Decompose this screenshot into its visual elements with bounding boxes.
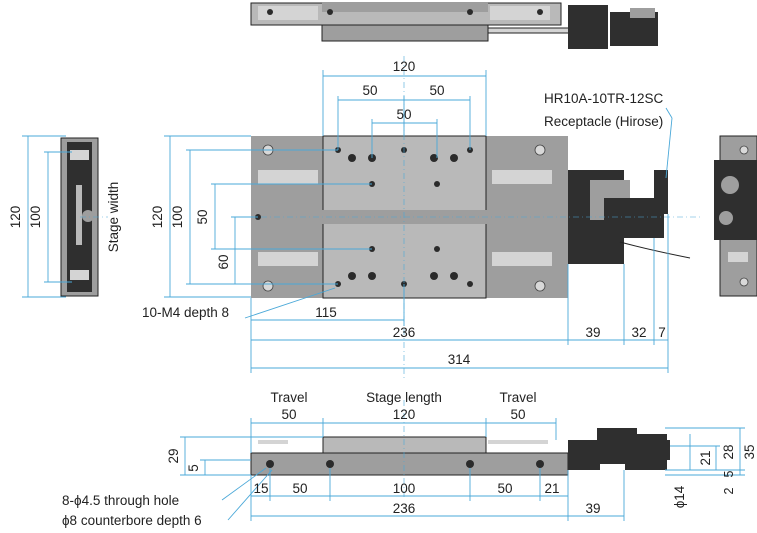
label-plan-v120: 120 (150, 206, 165, 229)
label-right-21: 21 (698, 450, 713, 465)
label-tap-hole: 10-M4 depth 8 (142, 305, 229, 320)
left-end-view (60, 137, 99, 297)
label-left-120: 120 (8, 206, 23, 229)
label-connector-model: HR10A-10TR-12SC (544, 91, 664, 106)
label-plan-50-left: 50 (362, 83, 377, 98)
top-elevation-view (250, 2, 658, 49)
label-through-hole: 8-ϕ4.5 through hole (62, 493, 179, 508)
label-side-29: 29 (166, 448, 181, 463)
label-bottom-39: 39 (585, 501, 600, 516)
label-dim-21: 21 (544, 481, 559, 496)
label-dim-236: 236 (393, 325, 416, 340)
label-stage-length: Stage length (366, 390, 442, 405)
dimension-labels: 120 50 50 50 HR10A-10TR-12SC Receptacle … (8, 59, 757, 528)
label-plan-v100: 100 (170, 206, 185, 229)
label-plan-v50: 50 (195, 209, 210, 224)
right-end-view (714, 135, 757, 297)
label-right-28: 28 (721, 444, 736, 459)
label-plan-120: 120 (393, 59, 416, 74)
label-dim-39: 39 (585, 325, 600, 340)
label-plan-v60: 60 (216, 254, 231, 269)
label-phi14: ϕ14 (672, 485, 687, 508)
label-right-5: 5 (722, 470, 736, 477)
label-dim-32: 32 (631, 325, 646, 340)
label-dim-115: 115 (315, 305, 337, 320)
label-dim-50b: 50 (497, 481, 512, 496)
label-travel-right: Travel (499, 390, 536, 405)
label-dim-314: 314 (448, 352, 471, 367)
label-counterbore: ϕ8 counterbore depth 6 (62, 513, 202, 528)
label-bottom-236: 236 (393, 501, 416, 516)
label-dim-7: 7 (658, 325, 666, 340)
label-plan-50-inner: 50 (396, 107, 411, 122)
label-stage-length-val: 120 (393, 407, 416, 422)
dimension-lines (22, 56, 745, 521)
label-plan-50-right: 50 (429, 83, 444, 98)
label-travel-left-val: 50 (281, 407, 296, 422)
label-dim-100: 100 (393, 481, 416, 496)
label-travel-left: Travel (270, 390, 307, 405)
label-left-100: 100 (28, 206, 43, 229)
label-right-35: 35 (742, 444, 757, 459)
label-side-5: 5 (186, 464, 201, 472)
label-stage-width: Stage width (106, 182, 121, 253)
label-travel-right-val: 50 (510, 407, 525, 422)
label-connector-desc: Receptacle (Hirose) (544, 114, 663, 129)
side-view (250, 428, 670, 476)
label-dim-50a: 50 (292, 481, 307, 496)
label-dim-15: 15 (253, 481, 268, 496)
label-right-2: 2 (722, 487, 736, 494)
